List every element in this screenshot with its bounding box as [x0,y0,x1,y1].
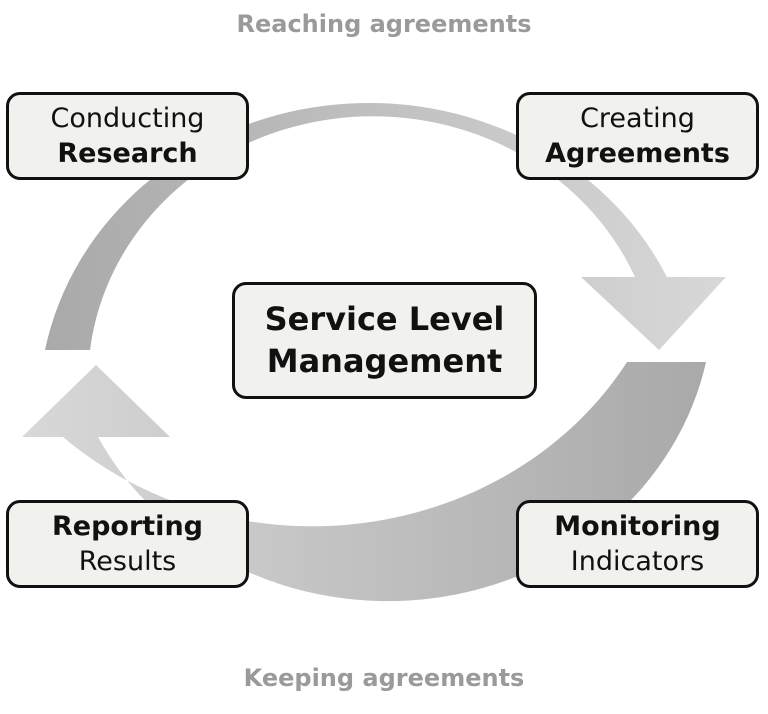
node-label-line1: Creating [580,102,695,134]
node-label-line2: Agreements [545,138,730,169]
center-title-line1: Service Level [264,299,505,338]
node-label-line1: Conducting [50,102,205,134]
phase-label-top: Reaching agreements [236,10,532,38]
node-label-line2: Results [78,546,177,577]
node-label-line2: Indicators [570,546,705,577]
node-reporting-results: Reporting Results [6,500,249,588]
center-title-box: Service Level Management [232,282,537,399]
node-monitoring-indicators: Monitoring Indicators [516,500,759,588]
node-label-line1: Monitoring [554,510,721,542]
node-label-line2: Research [57,138,198,169]
phase-label-bottom: Keeping agreements [243,664,525,692]
node-creating-agreements: Creating Agreements [516,92,759,180]
node-conducting-research: Conducting Research [6,92,249,180]
center-title-line2: Management [266,341,503,380]
node-label-line1: Reporting [51,510,203,542]
